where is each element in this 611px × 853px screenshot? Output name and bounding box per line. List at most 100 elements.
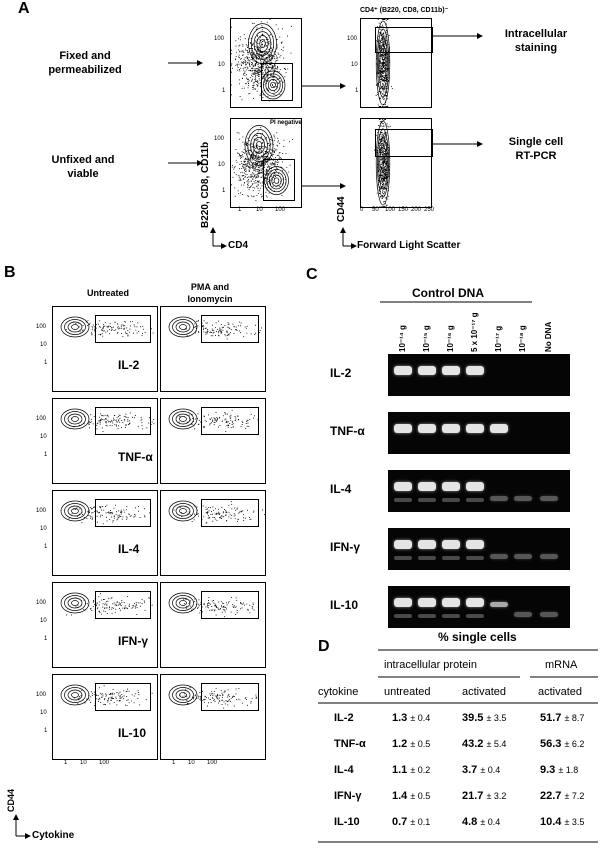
gel-band: [442, 598, 460, 607]
cell-activated: 43.2 ± 5.4: [462, 738, 507, 750]
tick: 10: [40, 618, 47, 624]
tick: 1: [355, 88, 359, 94]
row-cytokine: IFN-γ: [334, 790, 362, 802]
gel-band: [466, 540, 484, 549]
tick: 200: [411, 207, 422, 213]
tick: 10: [80, 760, 87, 766]
cell-untreated: 1.4 ± 0.5: [392, 790, 431, 802]
plot-b-activated: [160, 306, 266, 392]
tick: 10: [40, 342, 47, 348]
gene-label: IL-2: [330, 366, 352, 380]
tick: 10: [218, 62, 225, 68]
tick: 1: [64, 760, 68, 766]
gel-image: [388, 354, 570, 396]
tick: 100: [36, 324, 47, 330]
gel-band: [394, 614, 412, 618]
panel-c-letter: C: [306, 266, 318, 283]
header-mrna: mRNA: [545, 659, 578, 671]
cell-activated: 21.7 ± 3.2: [462, 790, 507, 802]
tick: 1: [44, 636, 48, 642]
tick: 10: [218, 162, 225, 168]
gel-band: [466, 556, 484, 560]
tick: 0: [360, 207, 364, 213]
gel-band: [418, 424, 436, 433]
tick: 1: [44, 452, 48, 458]
tick: 100: [385, 207, 396, 213]
plot-b-activated: [160, 398, 266, 484]
gel-image: [388, 586, 570, 628]
x-axis-label-left: CD4: [228, 240, 249, 251]
gel-band: [418, 482, 436, 491]
tick: 100: [36, 416, 47, 422]
gel-band: [540, 612, 558, 617]
gel-band: [442, 556, 460, 560]
plot-b-untreated: [52, 398, 158, 484]
plot-a-fixed-fsc: [360, 18, 433, 108]
cytokine-label: TNF-α: [118, 450, 153, 464]
tick: 1: [222, 88, 226, 94]
cell-untreated: 1.1 ± 0.2: [392, 764, 431, 776]
plot-a-fixed-cd4: [230, 18, 302, 108]
gel-band: [490, 424, 508, 433]
tick: 100: [207, 760, 218, 766]
cytokine-label: IFN-γ: [118, 634, 148, 648]
control-dna-title: Control DNA: [412, 286, 484, 300]
gel-band: [442, 614, 460, 618]
table-header-top: % single cells: [438, 630, 517, 644]
plot-b-activated: [160, 674, 266, 760]
gel-band: [540, 554, 558, 559]
header-cytokine: cytokine: [318, 686, 359, 698]
gel-band: [442, 540, 460, 549]
cell-mrna: 10.4 ± 3.5: [540, 816, 585, 828]
row-cytokine: TNF-α: [334, 738, 366, 750]
row2-label-line2: viable: [67, 168, 99, 180]
gel-band: [394, 366, 412, 375]
tick: 100: [36, 692, 47, 698]
row2-label-line1: Unfixed and: [51, 154, 115, 166]
panel-b-x-axis: Cytokine: [32, 830, 75, 841]
row-cytokine: IL-2: [334, 712, 354, 724]
row-cytokine: IL-4: [334, 764, 354, 776]
gel-band: [418, 556, 436, 560]
cell-mrna: 56.3 ± 6.2: [540, 738, 585, 750]
gel-band: [466, 482, 484, 491]
tick: 150: [398, 207, 409, 213]
gel-band: [394, 598, 412, 607]
out2-line2: RT-PCR: [515, 150, 557, 162]
gel-band: [490, 602, 508, 607]
panel-a-letter: A: [18, 0, 30, 17]
tick: 100: [99, 760, 110, 766]
out2-line1: Single cell: [508, 136, 564, 148]
gel-image: [388, 528, 570, 570]
out1-line2: staining: [514, 42, 558, 54]
gel-band: [514, 612, 532, 617]
tick: 10: [40, 434, 47, 440]
gel-band: [514, 554, 532, 559]
gel-band: [442, 366, 460, 375]
tick: 1: [44, 544, 48, 550]
gene-label: IL-10: [330, 598, 359, 612]
gel-band: [418, 366, 436, 375]
x-axis-label-right: Forward Light Scatter: [357, 240, 461, 251]
cytokine-label: IL-4: [118, 542, 140, 556]
header-mrna-activated: activated: [538, 686, 583, 698]
cell-untreated: 1.3 ± 0.4: [392, 712, 431, 724]
tick: 100: [214, 36, 225, 42]
tick: 100: [347, 36, 358, 42]
gel-band: [418, 598, 436, 607]
gene-label: IFN-γ: [330, 540, 360, 554]
plot-b-untreated: [52, 306, 158, 392]
gate-header: CD4⁺ (B220, CD8, CD11b)⁻: [360, 7, 449, 14]
plot-b-untreated: [52, 582, 158, 668]
gel-band: [466, 366, 484, 375]
gel-band: [394, 498, 412, 502]
plot-b-untreated: [52, 490, 158, 576]
gel-band: [394, 482, 412, 491]
row1-label-line1: Fixed and: [59, 50, 111, 62]
header-activated: activated: [462, 686, 507, 698]
cell-mrna: 51.7 ± 8.7: [540, 712, 585, 724]
cell-activated: 3.7 ± 0.4: [462, 764, 501, 776]
col-pma-line2: Ionomycin: [187, 294, 233, 304]
